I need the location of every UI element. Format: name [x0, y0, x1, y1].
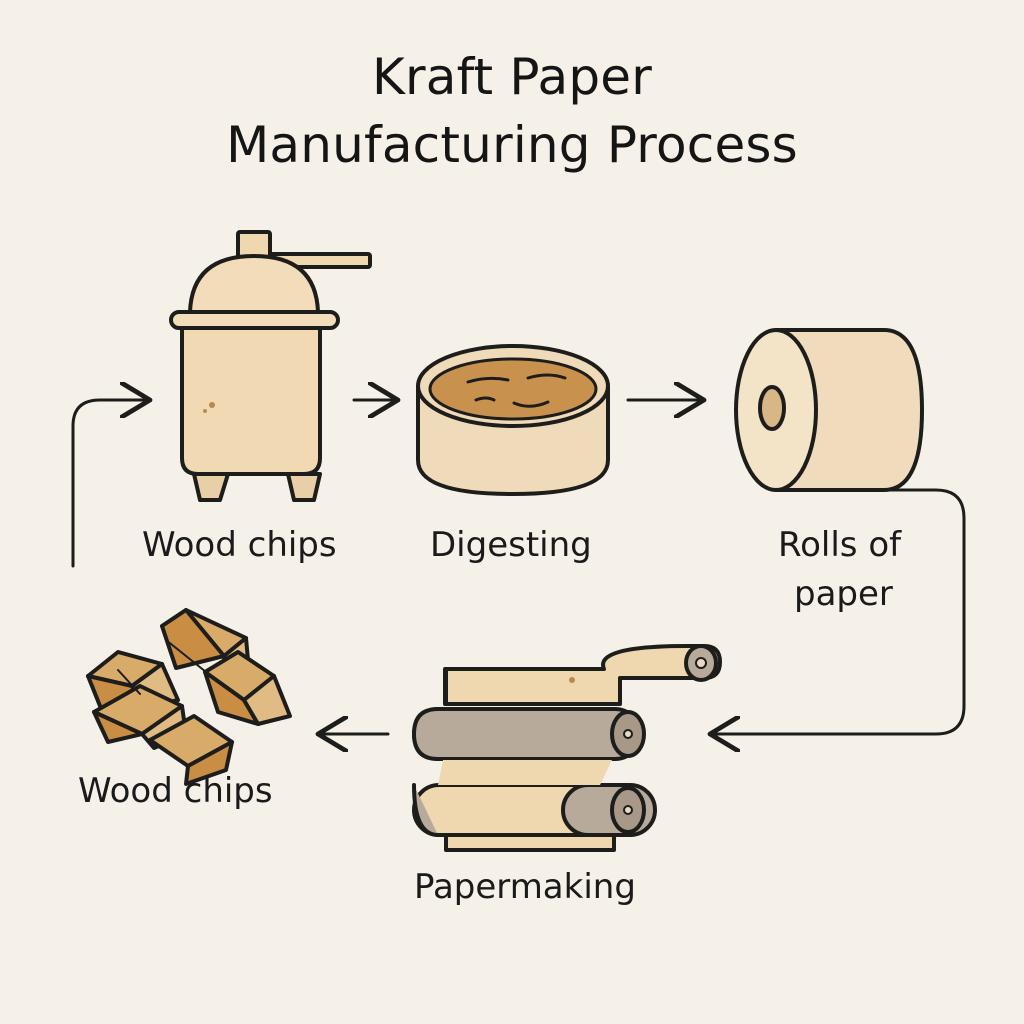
stage-label-rolls-of-paper-line-1: Rolls of: [778, 525, 902, 565]
flow-arrows: [71, 400, 966, 734]
paper-roll-icon: [734, 328, 924, 492]
stage-label-rolls-of-paper-line-2: paper: [794, 574, 893, 614]
stage-label-digesting: Digesting: [430, 525, 592, 565]
page-title-line-1: Kraft Paper: [371, 48, 652, 106]
stage-label-papermaking: Papermaking: [414, 867, 636, 907]
pulp-tank-icon: [416, 344, 610, 496]
wood-chips-icon: [86, 608, 292, 786]
digester-vessel-icon: [169, 230, 372, 502]
stage-label-wood-chips-bottom: Wood chips: [78, 771, 273, 811]
arrow-start-to-digester: [71, 400, 150, 568]
page-title-line-2: Manufacturing Process: [226, 116, 798, 174]
arrow-roll-to-papermaking: [710, 488, 966, 734]
stage-label-wood-chips-top: Wood chips: [142, 525, 337, 565]
paper-machine-icon: [412, 644, 722, 852]
